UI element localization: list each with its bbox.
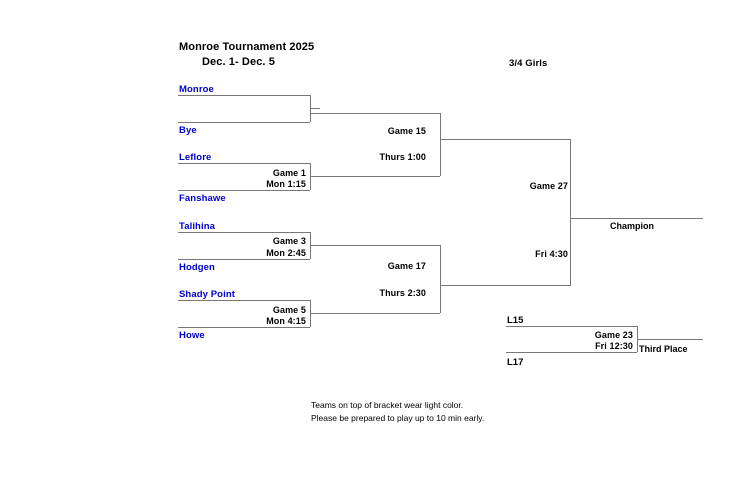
note-arrive-early: Please be prepared to play up to 10 min … <box>311 413 485 423</box>
bracket-line-m2-bottom <box>178 190 310 191</box>
game-label-s2: Game 17 <box>387 261 426 271</box>
team-slot-4: Fanshawe <box>179 193 226 204</box>
game-time-m3: Mon 2:45 <box>266 248 306 258</box>
bracket-line-champion <box>570 218 703 219</box>
team-slot-2: Bye <box>179 125 197 136</box>
third-place-label: Third Place <box>639 344 688 354</box>
division-label: 3/4 Girls <box>509 58 548 69</box>
page-title: Monroe Tournament 2025 <box>179 41 315 53</box>
game-time-third: Fri 12:30 <box>595 341 633 351</box>
bracket-line-m4-top <box>178 300 310 301</box>
consolation-slot-top: L15 <box>507 315 524 326</box>
tournament-dates: Dec. 1- Dec. 5 <box>202 56 275 68</box>
bracket-line-m1-stub <box>310 108 320 109</box>
consolation-slot-bottom: L17 <box>507 357 524 368</box>
team-slot-5: Talihina <box>179 221 215 232</box>
bracket-line-third-place-out <box>637 339 703 340</box>
game-label-s1: Game 15 <box>387 126 426 136</box>
game-time-s1: Thurs 1:00 <box>379 152 426 162</box>
bracket-line-third-top <box>506 326 637 327</box>
bracket-line-m3-bottom <box>178 259 310 260</box>
bracket-line-s1-top <box>310 113 440 114</box>
bracket-line-final-right <box>570 139 571 285</box>
bracket-line-third-bottom <box>506 352 637 353</box>
game-label-m3: Game 3 <box>272 236 306 246</box>
bracket-line-m1-bottom <box>178 122 310 123</box>
champion-label: Champion <box>610 221 654 231</box>
game-label-m2: Game 1 <box>272 168 306 178</box>
bracket-line-s1-bottom <box>310 176 440 177</box>
bracket-line-m1-top <box>178 95 310 96</box>
team-slot-3: Leflore <box>179 152 212 163</box>
bracket-line-m3-top <box>178 232 310 233</box>
team-slot-8: Howe <box>179 330 205 341</box>
team-slot-7: Shady Point <box>179 289 235 300</box>
bracket-line-m2-top <box>178 163 310 164</box>
bracket-line-s2-bottom <box>310 313 440 314</box>
game-label-third: Game 23 <box>594 330 633 340</box>
team-slot-6: Hodgen <box>179 262 215 273</box>
bracket-line-s2-top <box>310 245 440 246</box>
bracket-line-s1-right <box>440 113 441 176</box>
bracket-line-m4-bottom <box>178 327 310 328</box>
note-light-color: Teams on top of bracket wear light color… <box>311 400 464 410</box>
bracket-line-final-top <box>440 139 571 140</box>
game-label-final: Game 27 <box>529 181 568 191</box>
bracket-line-final-bottom <box>440 285 571 286</box>
game-time-s2: Thurs 2:30 <box>379 288 426 298</box>
game-label-m4: Game 5 <box>272 305 306 315</box>
bracket-line-s2-right <box>440 245 441 313</box>
game-time-final: Fri 4:30 <box>535 249 568 259</box>
game-time-m2: Mon 1:15 <box>266 179 306 189</box>
team-slot-1: Monroe <box>179 84 214 95</box>
game-time-m4: Mon 4:15 <box>266 316 306 326</box>
